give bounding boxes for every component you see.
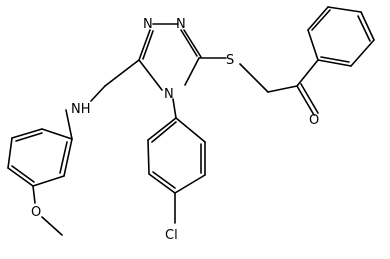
bond-s-ch2: [239, 63, 269, 93]
atom-n1-label: N: [143, 17, 153, 32]
atom-o-ketone-label: O: [309, 113, 319, 128]
benzoyl-phenyl-ring: [307, 6, 375, 67]
bond-c-o-double: [300, 83, 319, 114]
bond-co-phenyl: [296, 59, 319, 87]
ring-bond: [63, 138, 73, 177]
atom-o-methoxy-label: O: [31, 205, 41, 220]
atom-n2-label: N: [176, 17, 186, 32]
ring-bond-double: [320, 56, 350, 63]
bond-o-methyl: [41, 216, 63, 236]
atom-nh-label: NH: [71, 102, 91, 117]
methoxyphenyl-ring: [7, 128, 73, 236]
bond-n2-c3-double: [183, 29, 202, 58]
bond-ch2-co: [267, 85, 298, 93]
ring-bond: [147, 139, 150, 175]
ring-bond: [350, 39, 375, 67]
ring-bond: [148, 173, 176, 194]
ring-bond: [147, 117, 177, 141]
ring-bond: [327, 6, 362, 13]
ring-bond: [11, 128, 43, 139]
ring-bond: [7, 137, 13, 169]
ring-bond: [7, 167, 34, 187]
ring-bond-double: [59, 141, 68, 174]
bond-n2-c3: [180, 29, 198, 57]
ring-bond-double: [152, 171, 176, 189]
ring-bond-double: [15, 132, 43, 142]
triazole-ring: [138, 23, 202, 91]
aminomethyl-linker: [65, 59, 140, 140]
ring-bond: [175, 117, 206, 143]
ring-bond-double: [357, 15, 371, 42]
chlorophenyl-ring: [147, 98, 206, 224]
ring-bond: [32, 175, 65, 187]
bond-c3-n4: [184, 57, 200, 86]
ring-bond: [360, 11, 375, 41]
ring-bond: [317, 59, 352, 67]
bond-aryl-o: [32, 185, 36, 204]
atom-n4-label: N: [164, 87, 174, 102]
atom-labels: N N N S O NH O Cl: [31, 17, 319, 243]
ring-bond-double: [151, 121, 177, 143]
bond-c5-n1-double: [142, 30, 154, 60]
ring-bond-double: [11, 165, 35, 183]
ring-bond: [307, 6, 329, 31]
bond-n4-aryl: [172, 98, 177, 119]
bond-n4-c5: [138, 59, 163, 91]
bond-c5-ch2: [104, 59, 140, 87]
ring-bond-double: [311, 9, 331, 31]
bond-nh-aryl: [65, 109, 73, 140]
ring-bond: [41, 128, 73, 140]
thioether-chain: [198, 57, 319, 116]
bond-c5-n1: [138, 29, 151, 61]
atom-s-label: S: [226, 53, 234, 68]
ring-bond: [174, 174, 206, 194]
ring-bond: [307, 29, 319, 61]
atom-cl-label: Cl: [165, 228, 178, 243]
bond-c-o: [296, 85, 315, 116]
bond-ch2-nh: [90, 85, 106, 102]
